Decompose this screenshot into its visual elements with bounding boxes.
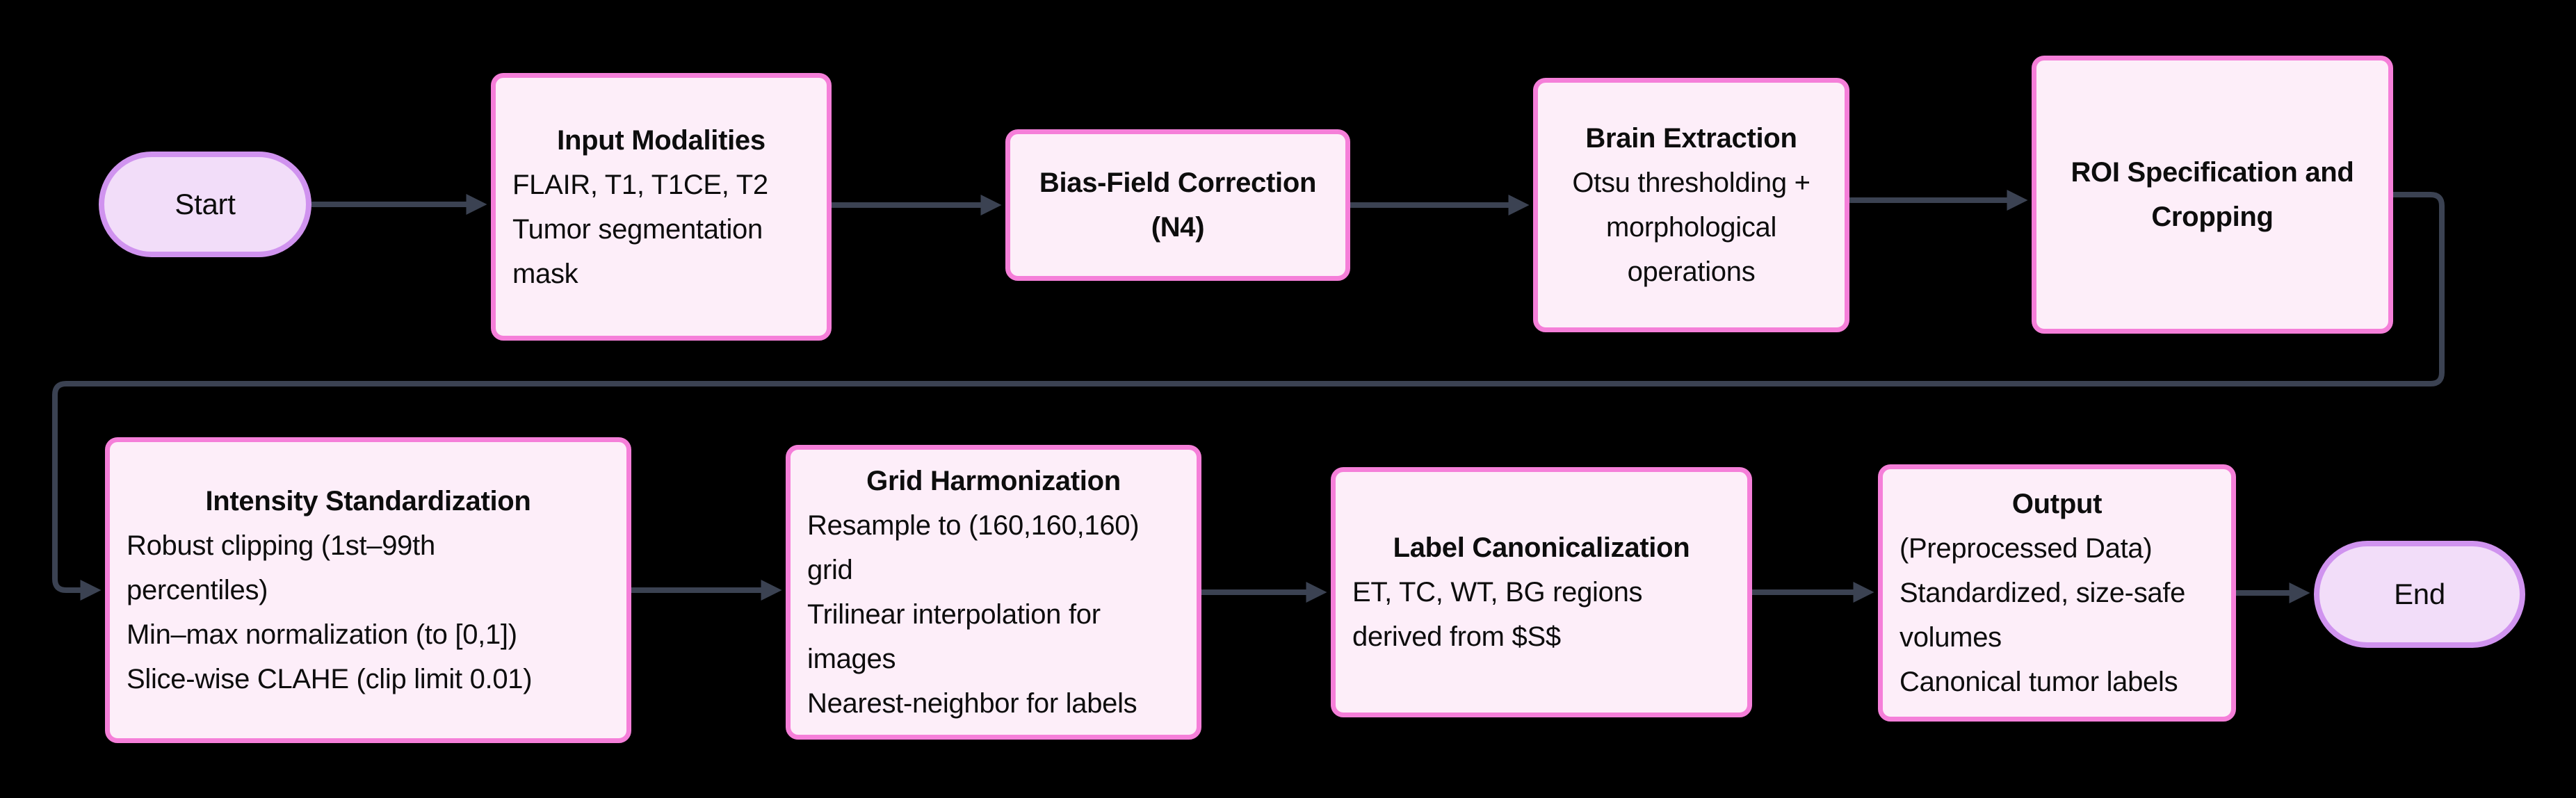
start-label: Start — [175, 188, 236, 220]
node-title: Output — [2011, 489, 2103, 519]
node-text-line: Tumor segmentation — [512, 213, 763, 245]
node-label-canonicalization: Label Canonicalization ET, TC, WT, BG re… — [1331, 467, 1752, 717]
node-text-line: Slice-wise CLAHE (clip limit 0.01) — [127, 664, 533, 694]
node-text-line: operations — [1627, 256, 1756, 287]
node-text-line: percentiles) — [127, 575, 268, 605]
node-title: Cropping — [2151, 202, 2274, 232]
node-text-line: Resample to (160,160,160) — [807, 510, 1140, 541]
node-end: End — [2314, 541, 2525, 648]
node-text-line: Trilinear interpolation for — [807, 599, 1101, 630]
node-title: Input Modalities — [557, 124, 765, 156]
node-title: Grid Harmonization — [866, 466, 1121, 496]
node-bias-field-correction: Bias-Field Correction (N4) — [1005, 129, 1350, 281]
node-output: Output (Preprocessed Data) Standardized,… — [1878, 464, 2236, 722]
node-text-line: grid — [807, 555, 853, 585]
node-title: Bias-Field Correction — [1039, 168, 1317, 198]
node-title: (N4) — [1151, 212, 1205, 243]
node-text-line: morphological — [1605, 212, 1777, 243]
node-text-line: Min–max normalization (to [0,1]) — [127, 619, 517, 650]
node-brain-extraction: Brain Extraction Otsu thresholding + mor… — [1533, 78, 1849, 332]
node-input-modalities: Input Modalities FLAIR, T1, T1CE, T2 Tum… — [491, 73, 832, 341]
node-roi-specification-cropping: ROI Specification and Cropping — [2032, 56, 2393, 334]
node-text-line: Otsu thresholding + — [1572, 168, 1811, 198]
node-title: Intensity Standardization — [205, 486, 531, 516]
node-title: Label Canonicalization — [1393, 532, 1690, 563]
node-text-line: Robust clipping (1st–99th — [127, 530, 435, 561]
end-label: End — [2394, 578, 2445, 610]
node-start: Start — [99, 152, 311, 257]
node-text-line: images — [807, 644, 896, 674]
node-text-line: (Preprocessed Data) — [1899, 533, 2153, 564]
node-text-line: Canonical tumor labels — [1899, 667, 2178, 697]
node-text-line: Standardized, size-safe — [1899, 578, 2186, 608]
node-text-line: Nearest-neighbor for labels — [807, 688, 1137, 719]
node-text-line: FLAIR, T1, T1CE, T2 — [512, 169, 768, 200]
node-text-line: derived from $S$ — [1352, 621, 1561, 652]
node-title: ROI Specification and — [2071, 157, 2354, 188]
node-intensity-standardization: Intensity Standardization Robust clippin… — [105, 437, 631, 743]
node-grid-harmonization: Grid Harmonization Resample to (160,160,… — [786, 445, 1201, 740]
node-text-line: ET, TC, WT, BG regions — [1352, 577, 1643, 608]
node-text-line: volumes — [1899, 622, 2002, 653]
node-title: Brain Extraction — [1585, 123, 1797, 154]
node-text-line: mask — [512, 258, 578, 289]
